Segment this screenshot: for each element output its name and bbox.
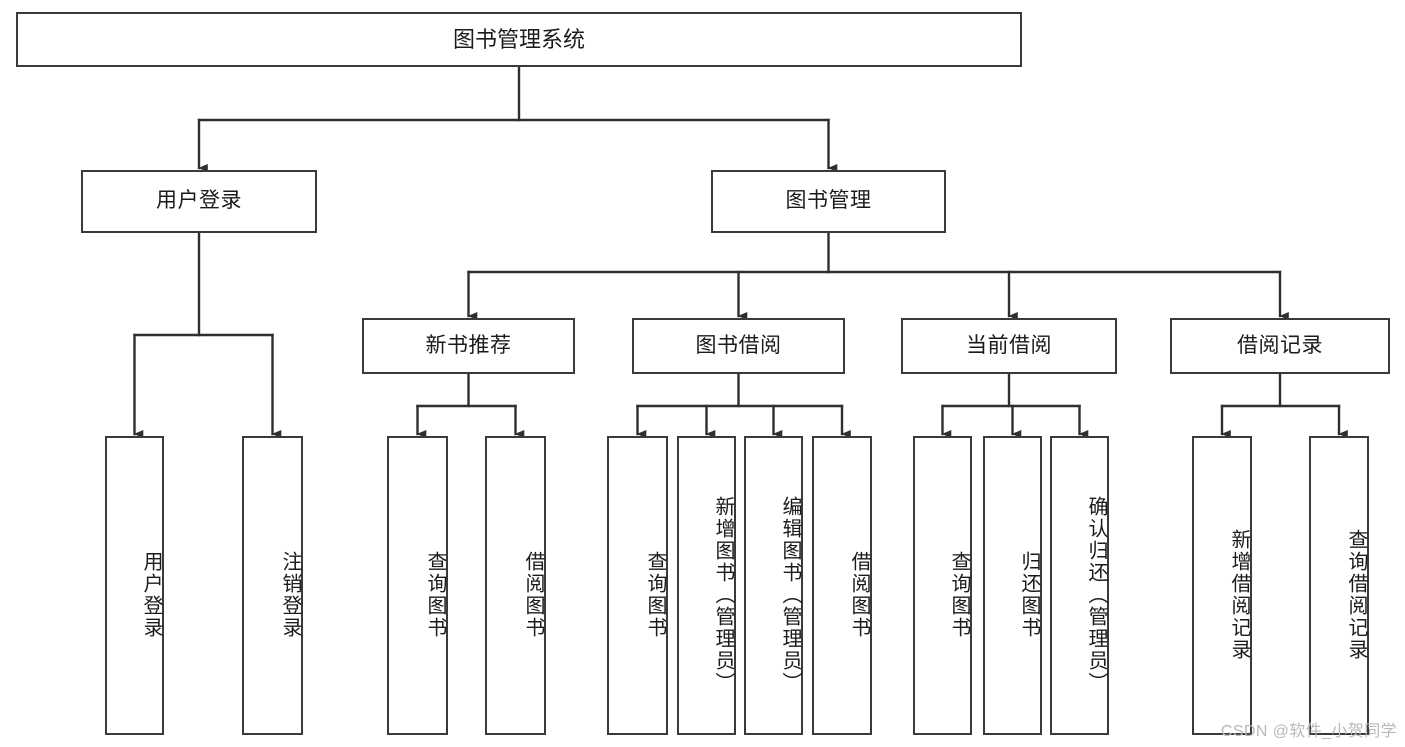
node-label: 查询图书: [644, 550, 666, 639]
node-label: 查询图书: [948, 550, 970, 639]
node-label: 查询图书: [424, 550, 446, 639]
node-label: 编辑图书（管理员）: [779, 495, 801, 694]
node-leaf-query-book-borrow[interactable]: 查询图书: [607, 436, 668, 735]
node-label: 借阅记录: [1237, 333, 1323, 357]
node-label: 确认归还（管理员）: [1085, 495, 1107, 694]
node-user-login[interactable]: 用户登录: [81, 170, 317, 233]
node-label: 当前借阅: [966, 333, 1052, 357]
node-borrow-record[interactable]: 借阅记录: [1170, 318, 1390, 374]
node-label: 图书借阅: [695, 333, 782, 357]
node-leaf-query-book-current[interactable]: 查询图书: [913, 436, 972, 735]
node-label: 借阅图书: [522, 550, 544, 639]
node-label: 图书管理: [785, 189, 872, 213]
node-leaf-logout[interactable]: 注销登录: [242, 436, 303, 735]
node-leaf-borrow-book[interactable]: 借阅图书: [812, 436, 872, 735]
node-leaf-return-book[interactable]: 归还图书: [983, 436, 1042, 735]
node-leaf-add-book[interactable]: 新增图书（管理员）: [677, 436, 736, 735]
node-label: 新增借阅记录: [1228, 528, 1250, 661]
node-label: 借阅图书: [848, 550, 870, 639]
node-new-book-recommend[interactable]: 新书推荐: [362, 318, 575, 374]
node-root[interactable]: 图书管理系统: [16, 12, 1022, 67]
node-label: 查询借阅记录: [1345, 528, 1367, 661]
csdn-watermark: CSDN @软件_小贺同学: [1220, 723, 1397, 740]
node-leaf-query-borrow-record[interactable]: 查询借阅记录: [1309, 436, 1369, 735]
node-book-borrow[interactable]: 图书借阅: [632, 318, 845, 374]
node-label: 用户登录: [140, 550, 162, 639]
node-leaf-user-login[interactable]: 用户登录: [105, 436, 164, 735]
node-leaf-add-borrow-record[interactable]: 新增借阅记录: [1192, 436, 1252, 735]
node-leaf-edit-book[interactable]: 编辑图书（管理员）: [744, 436, 803, 735]
node-leaf-confirm-return[interactable]: 确认归还（管理员）: [1050, 436, 1109, 735]
node-leaf-borrow-book-rec[interactable]: 借阅图书: [485, 436, 546, 735]
node-label: 用户登录: [156, 189, 242, 213]
node-label: 注销登录: [279, 550, 301, 639]
node-label: 新增图书（管理员）: [712, 495, 734, 694]
node-label: 归还图书: [1018, 550, 1040, 639]
node-leaf-query-book-rec[interactable]: 查询图书: [387, 436, 448, 735]
node-label: 新书推荐: [425, 333, 512, 357]
node-book-manage[interactable]: 图书管理: [711, 170, 946, 233]
node-current-borrow[interactable]: 当前借阅: [901, 318, 1117, 374]
node-label: 图书管理系统: [452, 26, 585, 52]
